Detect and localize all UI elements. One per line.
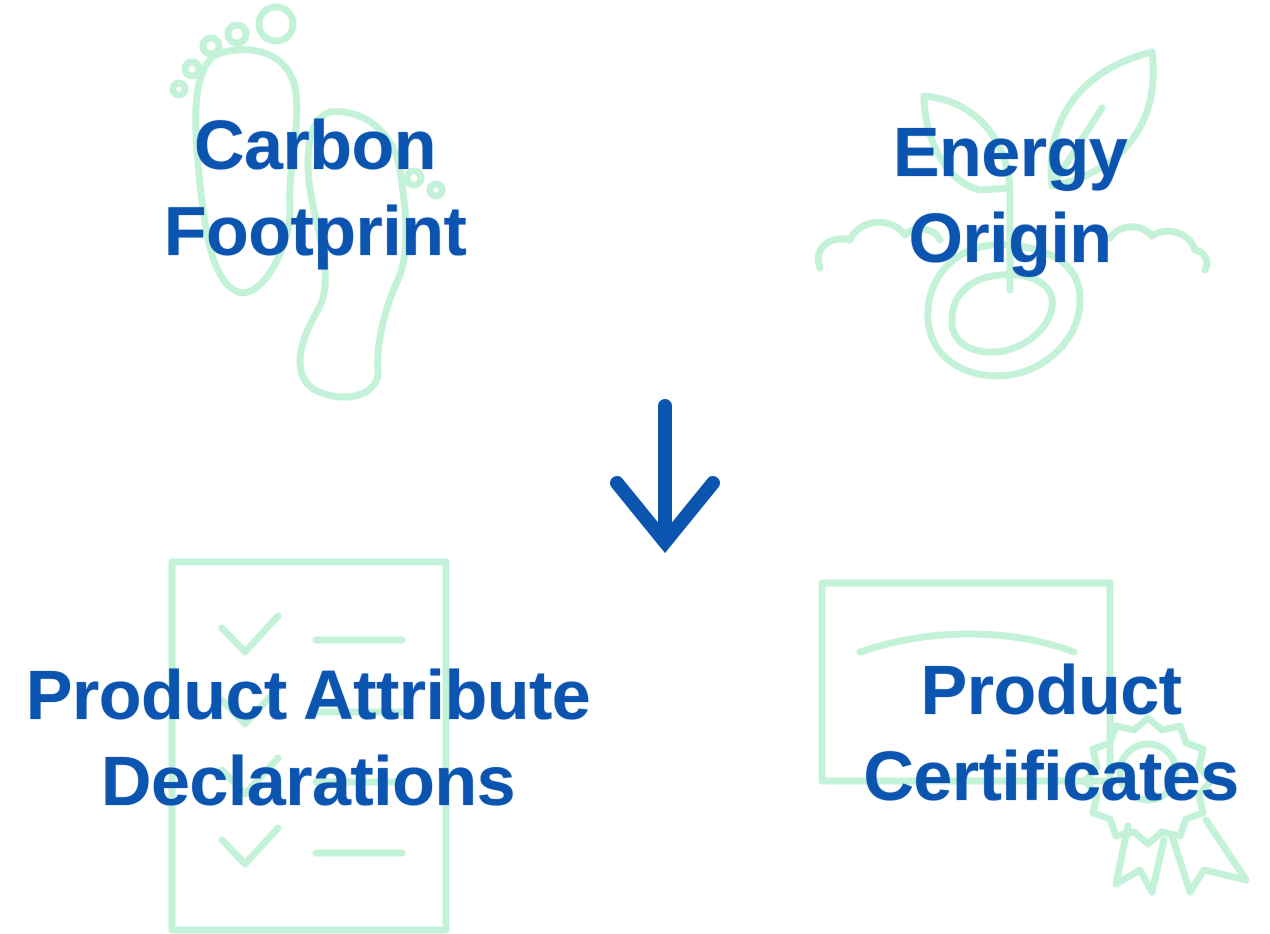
product-certificates-label: Product Certificates — [835, 647, 1267, 819]
energy-origin-label: Energy Origin — [810, 109, 1210, 281]
product-attribute-declarations-line2: Declarations — [100, 742, 516, 820]
product-attribute-declarations-label: Product Attribute Declarations — [0, 652, 616, 824]
product-certificates-line2: Certificates — [863, 737, 1239, 815]
product-certificates-line1: Product — [920, 651, 1182, 729]
energy-origin-line2: Origin — [908, 199, 1112, 277]
product-attribute-declarations-line1: Product Attribute — [25, 656, 591, 734]
carbon-footprint-label: Carbon Footprint — [110, 102, 520, 274]
arrow-down-icon — [610, 399, 720, 554]
carbon-footprint-line1: Carbon — [194, 106, 437, 184]
energy-origin-line1: Energy — [892, 113, 1128, 191]
carbon-footprint-line2: Footprint — [163, 192, 467, 270]
